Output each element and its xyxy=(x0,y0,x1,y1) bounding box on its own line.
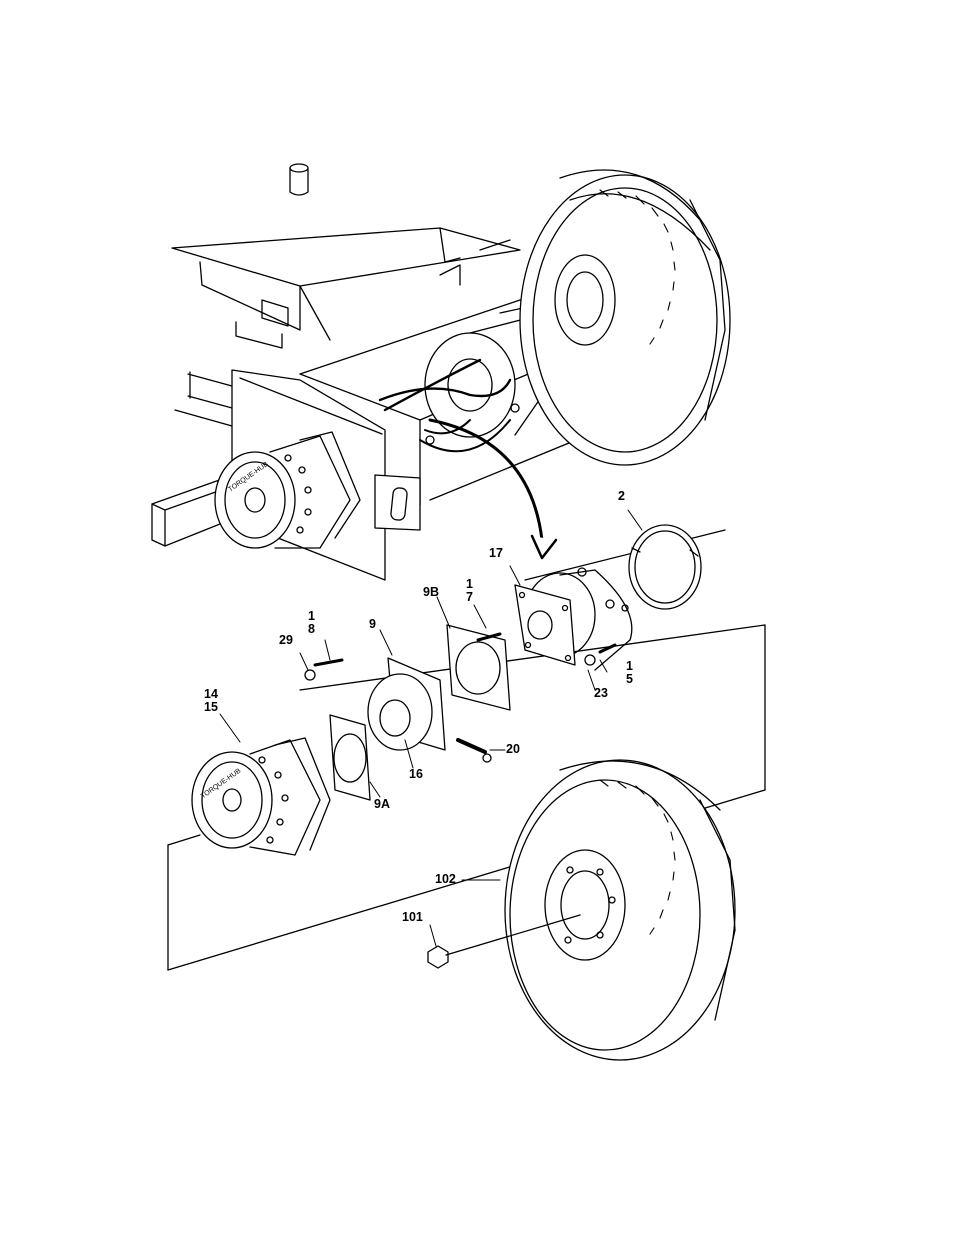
callout-2: 2 xyxy=(618,489,625,503)
torque-hub: TORQUE-HUB xyxy=(191,737,331,856)
callout-9A: 9A xyxy=(374,797,390,811)
wheel-installed xyxy=(519,169,731,466)
callout-9B: 9B xyxy=(423,585,439,599)
leader-lines xyxy=(219,509,643,947)
callout-16: 16 xyxy=(409,767,423,781)
callout-29: 29 xyxy=(279,633,293,647)
mounting-band xyxy=(628,524,702,610)
callout-1-5: 1 5 xyxy=(626,659,633,686)
callout-101: 101 xyxy=(402,910,423,924)
removal-arrow xyxy=(428,418,558,560)
chassis-frame xyxy=(151,163,521,547)
motor-mount-plate xyxy=(514,584,576,666)
drive-motor-installed xyxy=(378,299,591,453)
brake-assembly xyxy=(367,657,492,763)
bolts-small xyxy=(304,632,617,681)
hub-installed: TORQUE-HUB xyxy=(214,431,361,549)
callout-23: 23 xyxy=(594,686,608,700)
gasket-9B xyxy=(446,624,511,711)
wheel-and-tire xyxy=(504,759,736,1061)
callout-1-8: 1 8 xyxy=(308,609,315,636)
callout-102: 102 xyxy=(435,872,456,886)
callout-17: 17 xyxy=(489,546,503,560)
callout-1-7: 1 7 xyxy=(466,577,473,604)
lug-nut xyxy=(427,914,581,969)
callout-14-15: 14 15 xyxy=(204,687,218,714)
gasket-9A xyxy=(329,714,371,801)
callout-20: 20 xyxy=(506,742,520,756)
callout-9: 9 xyxy=(369,617,376,631)
